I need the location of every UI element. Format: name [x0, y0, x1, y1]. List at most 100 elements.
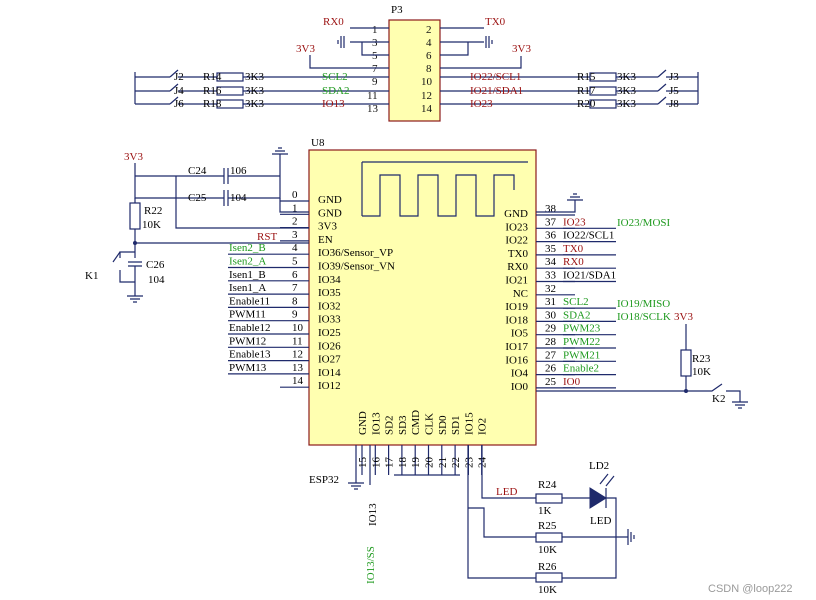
u8-bottom-inner-8: IO15	[463, 412, 475, 435]
p3-rx0: RX0	[323, 16, 344, 28]
u8-bottom-pin-15: 15	[357, 457, 369, 469]
p3-pin-6: 6	[426, 50, 432, 62]
u8-right-net-30: SDA2	[563, 309, 591, 321]
u8-bottom-inner-6: SD0	[437, 415, 449, 435]
cap-c24-value: 106	[230, 165, 247, 177]
p3-connector: P3 1 3 5 7 9 11 13 2 4 6 8 10 12 14 RX0 …	[296, 4, 531, 122]
led-ld2: LD2	[589, 460, 609, 472]
u8-right-pin-38: 38	[545, 203, 557, 215]
net-io21-sda1: IO21/SDA1	[470, 85, 523, 97]
p3-pin-10: 10	[421, 76, 433, 88]
watermark: CSDN @loop222	[708, 583, 793, 595]
jumper-j4: J4	[174, 85, 184, 97]
u8-bottom-pin-21: 21	[437, 457, 449, 468]
u8-right-net-35: TX0	[563, 243, 584, 255]
u8-right-pin-30: 30	[545, 309, 557, 321]
res-r25: R25	[538, 520, 557, 532]
u8-right-net-26: Enable2	[563, 363, 599, 375]
u8-left-net-4: Isen2_B	[229, 242, 266, 254]
u8-right-inner-34: RX0	[507, 261, 528, 273]
u8-left-inner-4: IO36/Sensor_VP	[318, 247, 393, 259]
u8-right-pin-37: 37	[545, 216, 557, 228]
u8-bottom-inner-1: IO13	[370, 412, 382, 435]
u8-left-pin-9: 9	[292, 309, 298, 321]
u8-right-pin-27: 27	[545, 349, 557, 361]
u8-bottom-pin-16: 16	[370, 457, 382, 469]
res-r22-value: 10K	[142, 219, 161, 231]
u8-bottom-pin-22: 22	[450, 457, 462, 468]
u8-bottom-inner-5: CLK	[424, 413, 436, 435]
res-r24: R24	[538, 479, 557, 491]
u8-left-net-11: PWM12	[229, 335, 266, 347]
res-r26: R26	[538, 561, 557, 573]
u8-right-pin-36: 36	[545, 230, 557, 242]
u8-right-pin-28: 28	[545, 336, 557, 348]
u8-left-inner-7: IO35	[318, 287, 341, 299]
p3-pin-1: 1	[372, 24, 378, 36]
u8-bottom-inner-0: GND	[357, 411, 369, 435]
net-scl2: SCL2	[322, 71, 348, 83]
switch-k1: K1	[85, 270, 98, 282]
u8-left-inner-11: IO26	[318, 340, 341, 352]
u8-esp32-module: U8 ESP32	[308, 137, 537, 486]
net-sda2: SDA2	[322, 85, 350, 97]
u8-bottom-pin-17: 17	[384, 457, 396, 469]
net-io19-miso: IO19/MISO	[617, 298, 670, 310]
u8-left-pin-7: 7	[292, 282, 298, 294]
led-circuit: LED R24 1K R25 10K R26 10K LD2 LED IO13 …	[348, 445, 635, 596]
p3-pin-3: 3	[372, 37, 378, 49]
u8-left-net-13: PWM13	[229, 362, 267, 374]
cap-c24: C24	[188, 165, 207, 177]
net-io13-bottom: IO13	[367, 503, 379, 526]
u8-right-inner-32: NC	[513, 288, 528, 300]
u8-right-net-31: SCL2	[563, 296, 589, 308]
net-io22-scl1: IO22/SCL1	[470, 71, 521, 83]
u8-right-pin-32: 32	[545, 283, 556, 295]
p3-pin-2: 2	[426, 24, 432, 36]
net-led: LED	[496, 486, 517, 498]
u8-left-inner-5: IO39/Sensor_VN	[318, 261, 395, 273]
esp32-label: ESP32	[309, 474, 339, 486]
led-label: LED	[590, 515, 611, 527]
u8-right-inner-28: IO17	[505, 341, 528, 353]
u8-left-net-8: Enable11	[229, 295, 270, 307]
jumper-j3: J3	[669, 71, 679, 83]
p3-pin-13: 13	[367, 103, 379, 115]
u8-right-inner-31: IO19	[505, 301, 528, 313]
u8-left-pin-2: 2	[292, 216, 298, 228]
u8-left-net-10: Enable12	[229, 322, 271, 334]
u8-right-net-29: PWM23	[563, 323, 601, 335]
p3-pin-9: 9	[372, 76, 378, 88]
u8-right-net-37: IO23	[563, 216, 586, 228]
net-io18-sclk: IO18/SCLK	[617, 311, 671, 323]
u8-bottom-inner-2: SD2	[384, 415, 396, 435]
u8-bottom-pin-23: 23	[463, 457, 475, 469]
cap-c26: C26	[146, 259, 165, 271]
u8-right-net-34: RX0	[563, 256, 584, 268]
u8-right-inner-27: IO16	[505, 354, 528, 366]
led-diode	[589, 487, 607, 509]
u8-bottom-pin-18: 18	[397, 457, 409, 469]
u8-left-inner-14: IO12	[318, 380, 341, 392]
u8-right-net-25: IO0	[563, 376, 581, 388]
u8-right-inner-30: IO18	[505, 314, 528, 326]
u8-right-net-27: PWM21	[563, 349, 600, 361]
u8-left-pin-12: 12	[292, 349, 303, 361]
u8-right-inner-38: GND	[504, 208, 528, 220]
res-r23-value: 10K	[692, 366, 711, 378]
u8-bottom-inner-4: CMD	[410, 410, 422, 435]
u8-left-inner-12: IO27	[318, 354, 341, 366]
power-3v3-left: 3V3	[124, 151, 143, 163]
u8-bottom-pin-24: 24	[477, 457, 489, 469]
p3-3v3-left: 3V3	[296, 43, 315, 55]
u8-left-pin-10: 10	[292, 322, 304, 334]
u8-left-inner-10: IO25	[318, 327, 341, 339]
p3-pin-5: 5	[372, 50, 378, 62]
u8-right-inner-25: IO0	[511, 381, 529, 393]
net-io23: IO23	[470, 98, 493, 110]
boot-circuit: IO23/MOSI IO19/MISO IO18/SCLK 3V3 R23 10…	[536, 193, 748, 409]
u8-right-inner-36: IO22	[505, 235, 528, 247]
p3-label: P3	[391, 4, 403, 16]
